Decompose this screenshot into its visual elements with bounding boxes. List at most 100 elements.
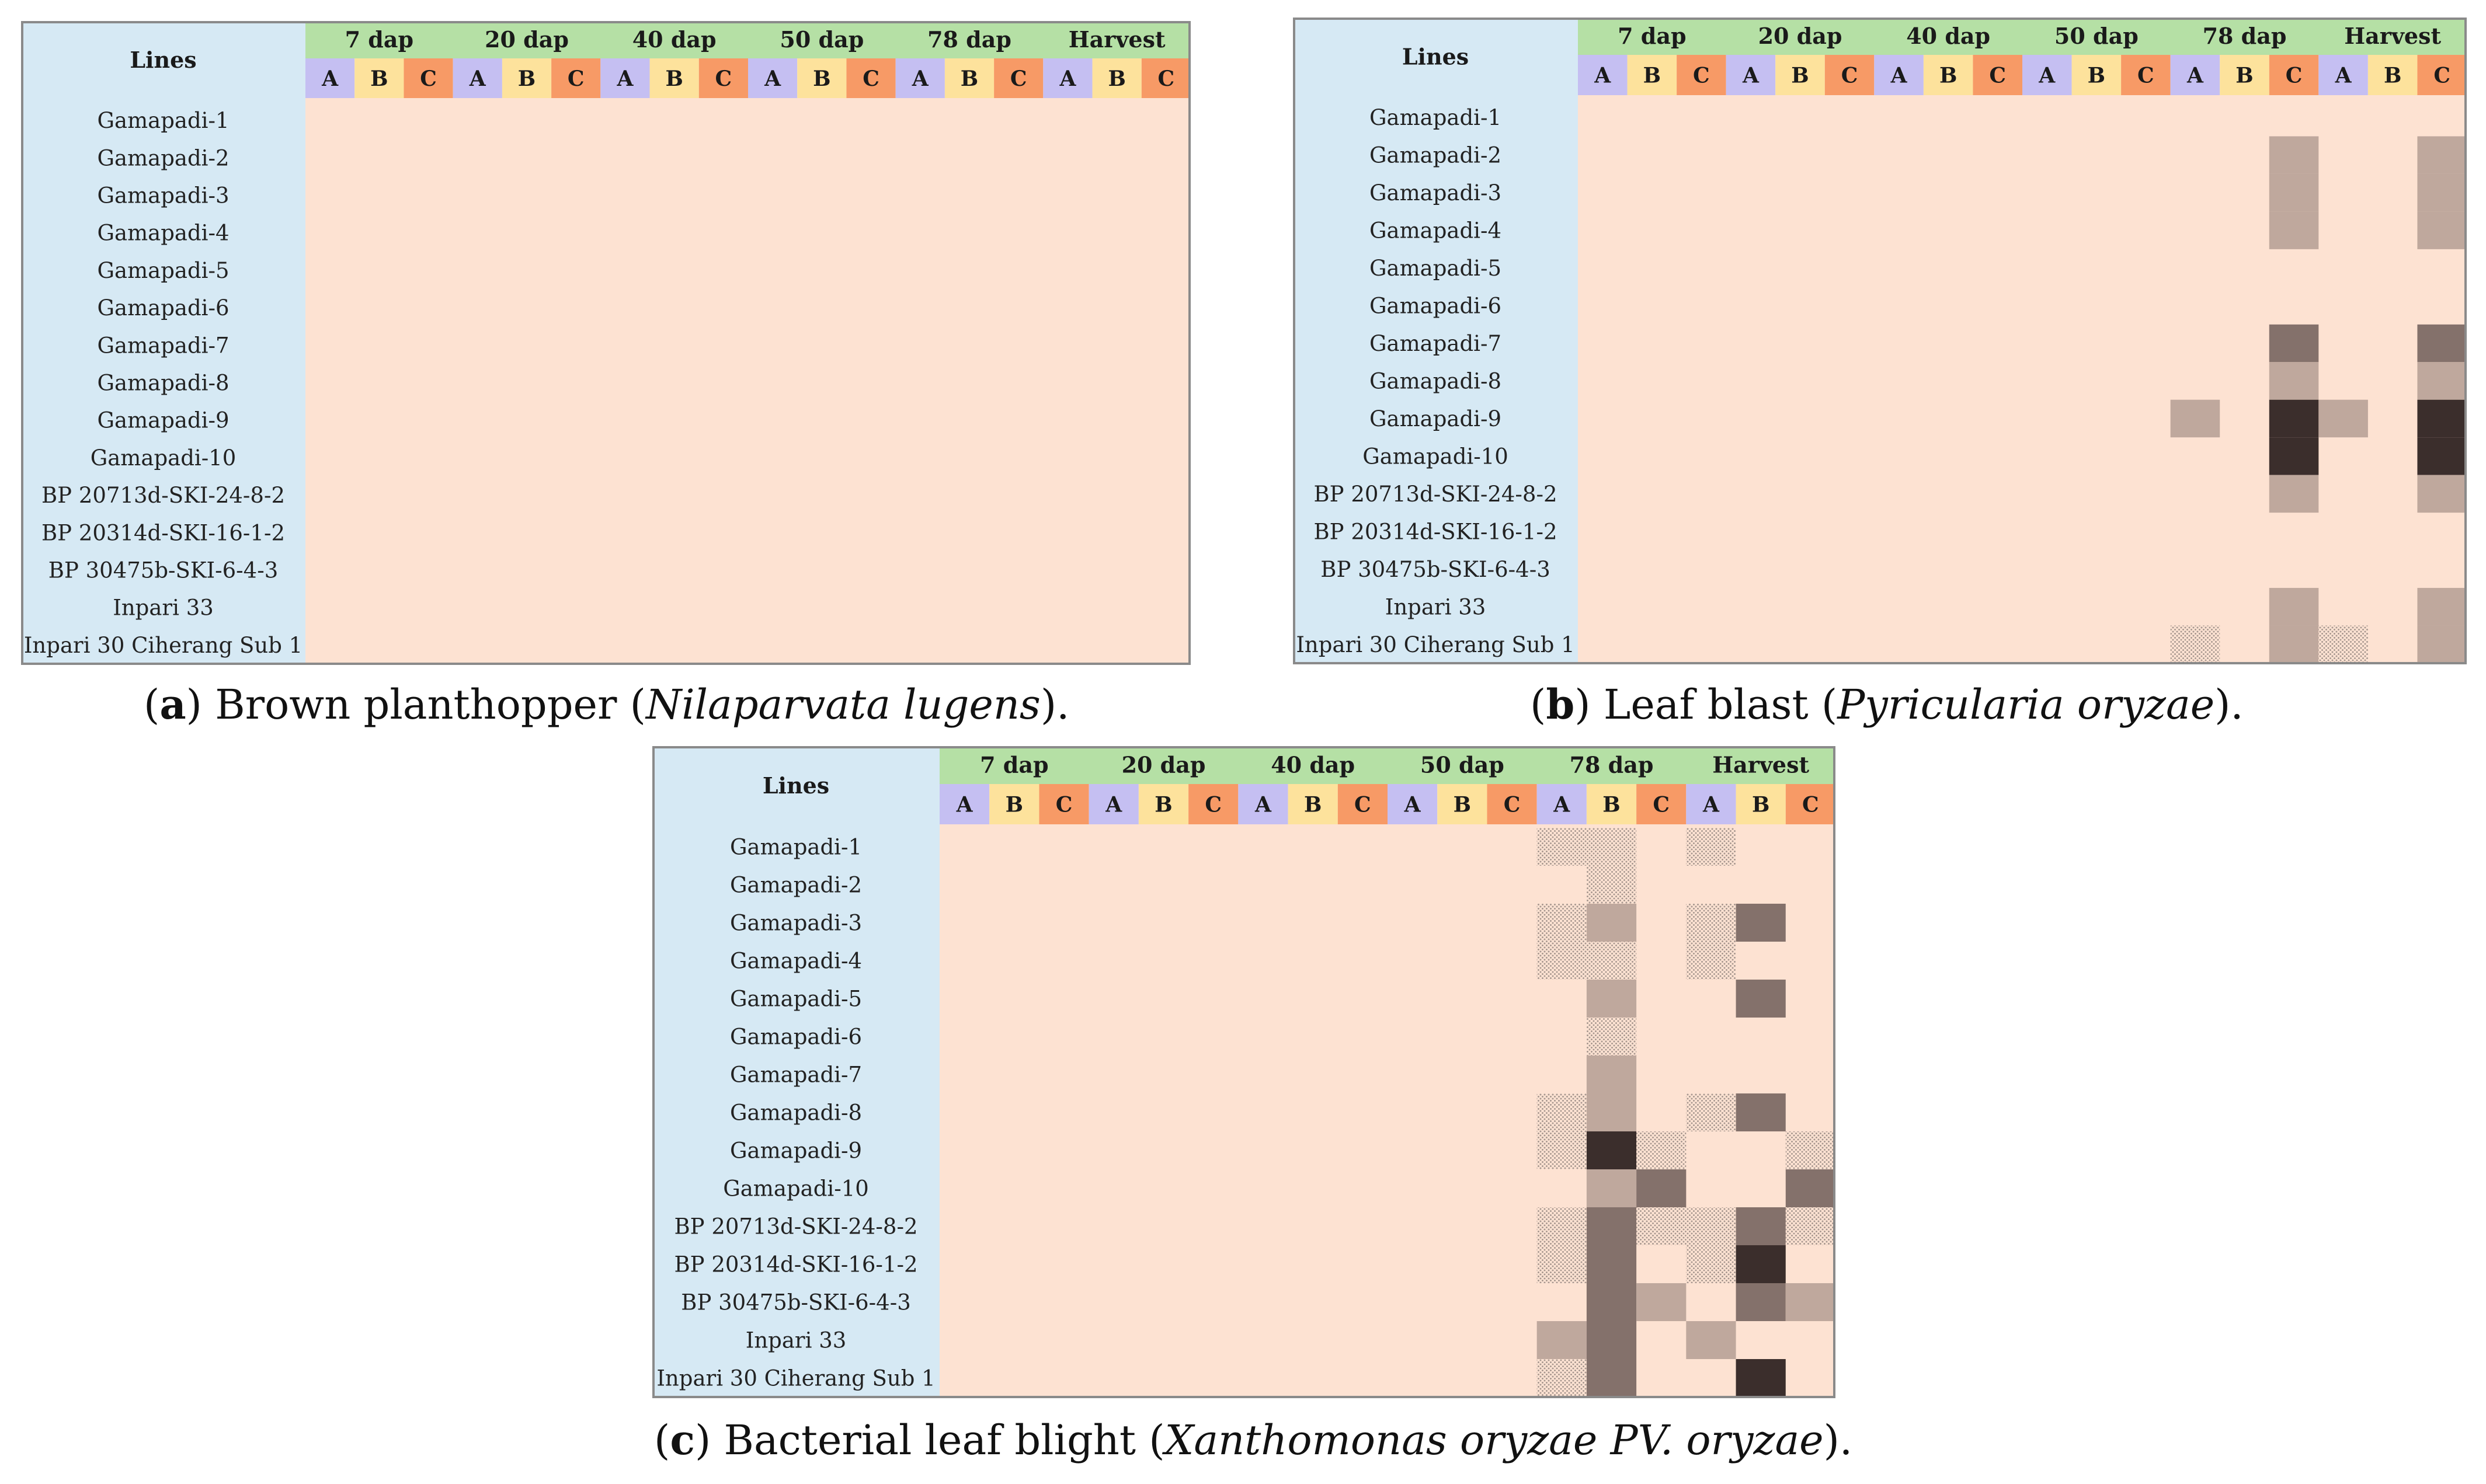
heat-cell-inpari-33-78-dap-a: [1536, 1321, 1587, 1359]
row-label-gamapadi-6: Gamapadi-6: [730, 1025, 862, 1050]
row-label-bp-20314d-ski-16-1-2: BP 20314d-SKI-16-1-2: [41, 520, 285, 545]
heat-cell-gamapadi-1-78-dap-a: [1536, 828, 1587, 866]
subcolumn-label-B: B: [961, 67, 978, 91]
row-label-gamapadi-1: Gamapadi-1: [1369, 105, 1501, 130]
row-label-bp-20314d-ski-16-1-2: BP 20314d-SKI-16-1-2: [1313, 519, 1557, 544]
subcolumn-label-C: C: [1841, 64, 1858, 88]
heat-cell-gamapadi-10-harvest-c: [2417, 437, 2467, 475]
stage-header-78-dap: 78 dap: [1570, 752, 1654, 778]
heat-cell-gamapadi-8-78-dap-c: [2269, 362, 2319, 400]
subcolumn-B-bg: [1288, 784, 1338, 824]
row-label-gamapadi-4: Gamapadi-4: [1369, 218, 1501, 243]
subcolumn-label-A: A: [1742, 64, 1760, 88]
subcolumn-A-bg: [748, 58, 798, 98]
subcolumn-B-bg: [1437, 784, 1487, 824]
cell-area-bg: [940, 824, 1835, 1398]
heat-cell-bp-20713d-ski-24-8-2-harvest-c: [1785, 1207, 1835, 1245]
heat-cell-inpari-30-ciherang-sub-1-78-dap-b: [1586, 1359, 1637, 1397]
row-label-bp-30475b-ski-6-4-3: BP 30475b-SKI-6-4-3: [48, 558, 278, 583]
subcolumn-C-bg: [994, 58, 1044, 98]
row-label-gamapadi-8: Gamapadi-8: [1369, 369, 1501, 394]
heat-cell-gamapadi-3-78-dap-b: [1586, 904, 1637, 942]
heat-cell-gamapadi-4-harvest-c: [2417, 211, 2467, 249]
subcolumn-label-B: B: [1643, 64, 1661, 88]
heat-cell-gamapadi-8-78-dap-a: [1536, 1093, 1587, 1131]
subcolumn-B-bg: [1586, 784, 1637, 824]
subcolumn-label-A: A: [469, 67, 486, 91]
subcolumn-label-A: A: [321, 67, 339, 91]
subcolumn-label-A: A: [2335, 64, 2352, 88]
row-label-gamapadi-3: Gamapadi-3: [97, 183, 229, 208]
subcolumn-C-bg: [846, 58, 896, 98]
row-label-gamapadi-1: Gamapadi-1: [97, 108, 229, 133]
subcolumn-label-A: A: [1059, 67, 1076, 91]
stage-header-bg: [1578, 18, 2467, 55]
table-border: [652, 746, 1835, 1398]
subcolumn-label-C: C: [2286, 64, 2303, 88]
row-label-gamapadi-10: Gamapadi-10: [1362, 444, 1508, 469]
heat-cell-bp-30475b-ski-6-4-3-harvest-c: [1785, 1283, 1835, 1321]
heat-cell-gamapadi-1-78-dap-b: [1586, 828, 1637, 866]
subcolumn-label-B: B: [1006, 793, 1023, 817]
subcolumn-C-bg: [1141, 58, 1191, 98]
lines-header: Lines: [1402, 44, 1469, 70]
row-label-inpari-30-ciherang-sub-1: Inpari 30 Ciherang Sub 1: [1296, 632, 1574, 657]
subcolumn-C-bg: [1677, 55, 1726, 95]
subcolumn-label-B: B: [1304, 793, 1322, 817]
heat-cell-inpari-33-harvest-a: [1686, 1321, 1736, 1359]
subcolumn-label-B: B: [1939, 64, 1957, 88]
heat-cell-gamapadi-8-78-dap-b: [1586, 1093, 1637, 1131]
stage-header-harvest: Harvest: [1712, 752, 1809, 778]
subcolumn-label-A: A: [1702, 793, 1720, 817]
subcolumn-C-bg: [1039, 784, 1089, 824]
caption-c: (c) Bacterial leaf blight (Xanthomonas o…: [654, 1416, 1853, 1464]
subcolumn-B-bg: [1138, 784, 1189, 824]
subcolumn-label-B: B: [1602, 793, 1620, 817]
stage-header-78-dap: 78 dap: [2203, 23, 2287, 49]
caption-a: (a) Brown planthopper (Nilaparvata lugen…: [144, 680, 1070, 729]
heat-cell-bp-20713d-ski-24-8-2-harvest-c: [2417, 475, 2467, 513]
heat-cell-bp-20713d-ski-24-8-2-78-dap-c: [1636, 1207, 1687, 1245]
heat-cell-gamapadi-4-78-dap-a: [1536, 942, 1587, 980]
subcolumn-C-bg: [1188, 784, 1239, 824]
subcolumn-B-bg: [1627, 55, 1677, 95]
subcolumn-B-bg: [354, 58, 404, 98]
caption-b: (b) Leaf blast (Pyricularia oryzae).: [1530, 680, 2244, 729]
subcolumn-label-B: B: [518, 67, 536, 91]
subcolumn-A-bg: [1578, 55, 1628, 95]
row-label-gamapadi-10: Gamapadi-10: [91, 445, 237, 471]
cell-area-bg: [1578, 95, 2467, 664]
row-label-bp-20314d-ski-16-1-2: BP 20314d-SKI-16-1-2: [674, 1252, 917, 1277]
subcolumn-label-C: C: [1354, 793, 1371, 817]
subcolumn-B-bg: [797, 58, 847, 98]
heat-cell-gamapadi-4-78-dap-b: [1586, 942, 1637, 980]
row-label-gamapadi-6: Gamapadi-6: [97, 295, 229, 321]
subcolumn-label-C: C: [1056, 793, 1073, 817]
lines-header: Lines: [763, 772, 829, 799]
subcolumn-B-bg: [2071, 55, 2122, 95]
subcolumn-label-B: B: [1454, 793, 1471, 817]
row-label-gamapadi-10: Gamapadi-10: [723, 1176, 869, 1201]
stage-header-7-dap: 7 dap: [345, 26, 413, 53]
subcolumn-label-A: A: [764, 67, 781, 91]
cell-area-bg: [305, 98, 1191, 665]
heat-cell-gamapadi-8-harvest-c: [2417, 362, 2467, 400]
caption-b-letter: b: [1546, 680, 1575, 729]
heat-cell-gamapadi-7-harvest-c: [2417, 324, 2467, 363]
subcolumn-label-B: B: [2088, 64, 2105, 88]
row-label-bp-20713d-ski-24-8-2: BP 20713d-SKI-24-8-2: [1313, 482, 1557, 507]
subcolumn-A-bg: [1238, 784, 1288, 824]
stage-header-20-dap: 20 dap: [1758, 23, 1842, 49]
row-label-gamapadi-5: Gamapadi-5: [1369, 256, 1501, 281]
heat-cell-gamapadi-10-78-dap-c: [1636, 1169, 1687, 1207]
heat-cell-gamapadi-2-78-dap-b: [1586, 866, 1637, 904]
row-label-gamapadi-1: Gamapadi-1: [730, 835, 862, 860]
subcolumn-label-C: C: [1693, 64, 1710, 88]
subcolumn-B-bg: [989, 784, 1039, 824]
heat-cell-gamapadi-5-78-dap-b: [1586, 980, 1637, 1018]
subcolumn-C-bg: [1337, 784, 1388, 824]
heat-cell-gamapadi-9-harvest-a: [2318, 399, 2368, 438]
subcolumn-label-C: C: [715, 67, 732, 91]
subcolumn-A-bg: [1043, 58, 1093, 98]
